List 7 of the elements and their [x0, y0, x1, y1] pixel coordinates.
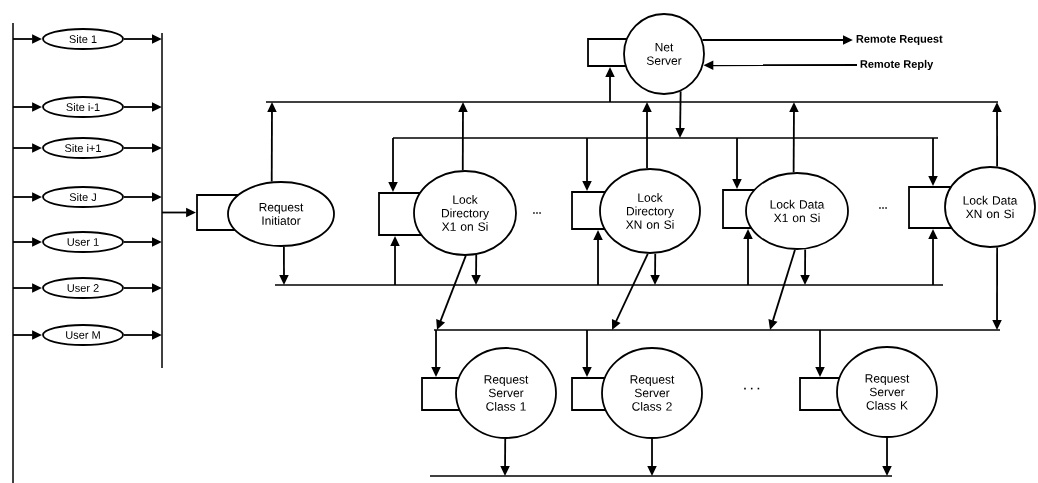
- bus-line: [12, 23, 14, 483]
- ellipsis-label: · · ·: [744, 387, 760, 390]
- signal-label: Remote Reply: [860, 59, 934, 71]
- node-label: Lock Data XN on Si: [963, 195, 1018, 219]
- signal-label: Remote Request: [856, 35, 943, 45]
- ellipsis-label: ...: [533, 212, 541, 214]
- ellipsis-label: ...: [879, 207, 887, 209]
